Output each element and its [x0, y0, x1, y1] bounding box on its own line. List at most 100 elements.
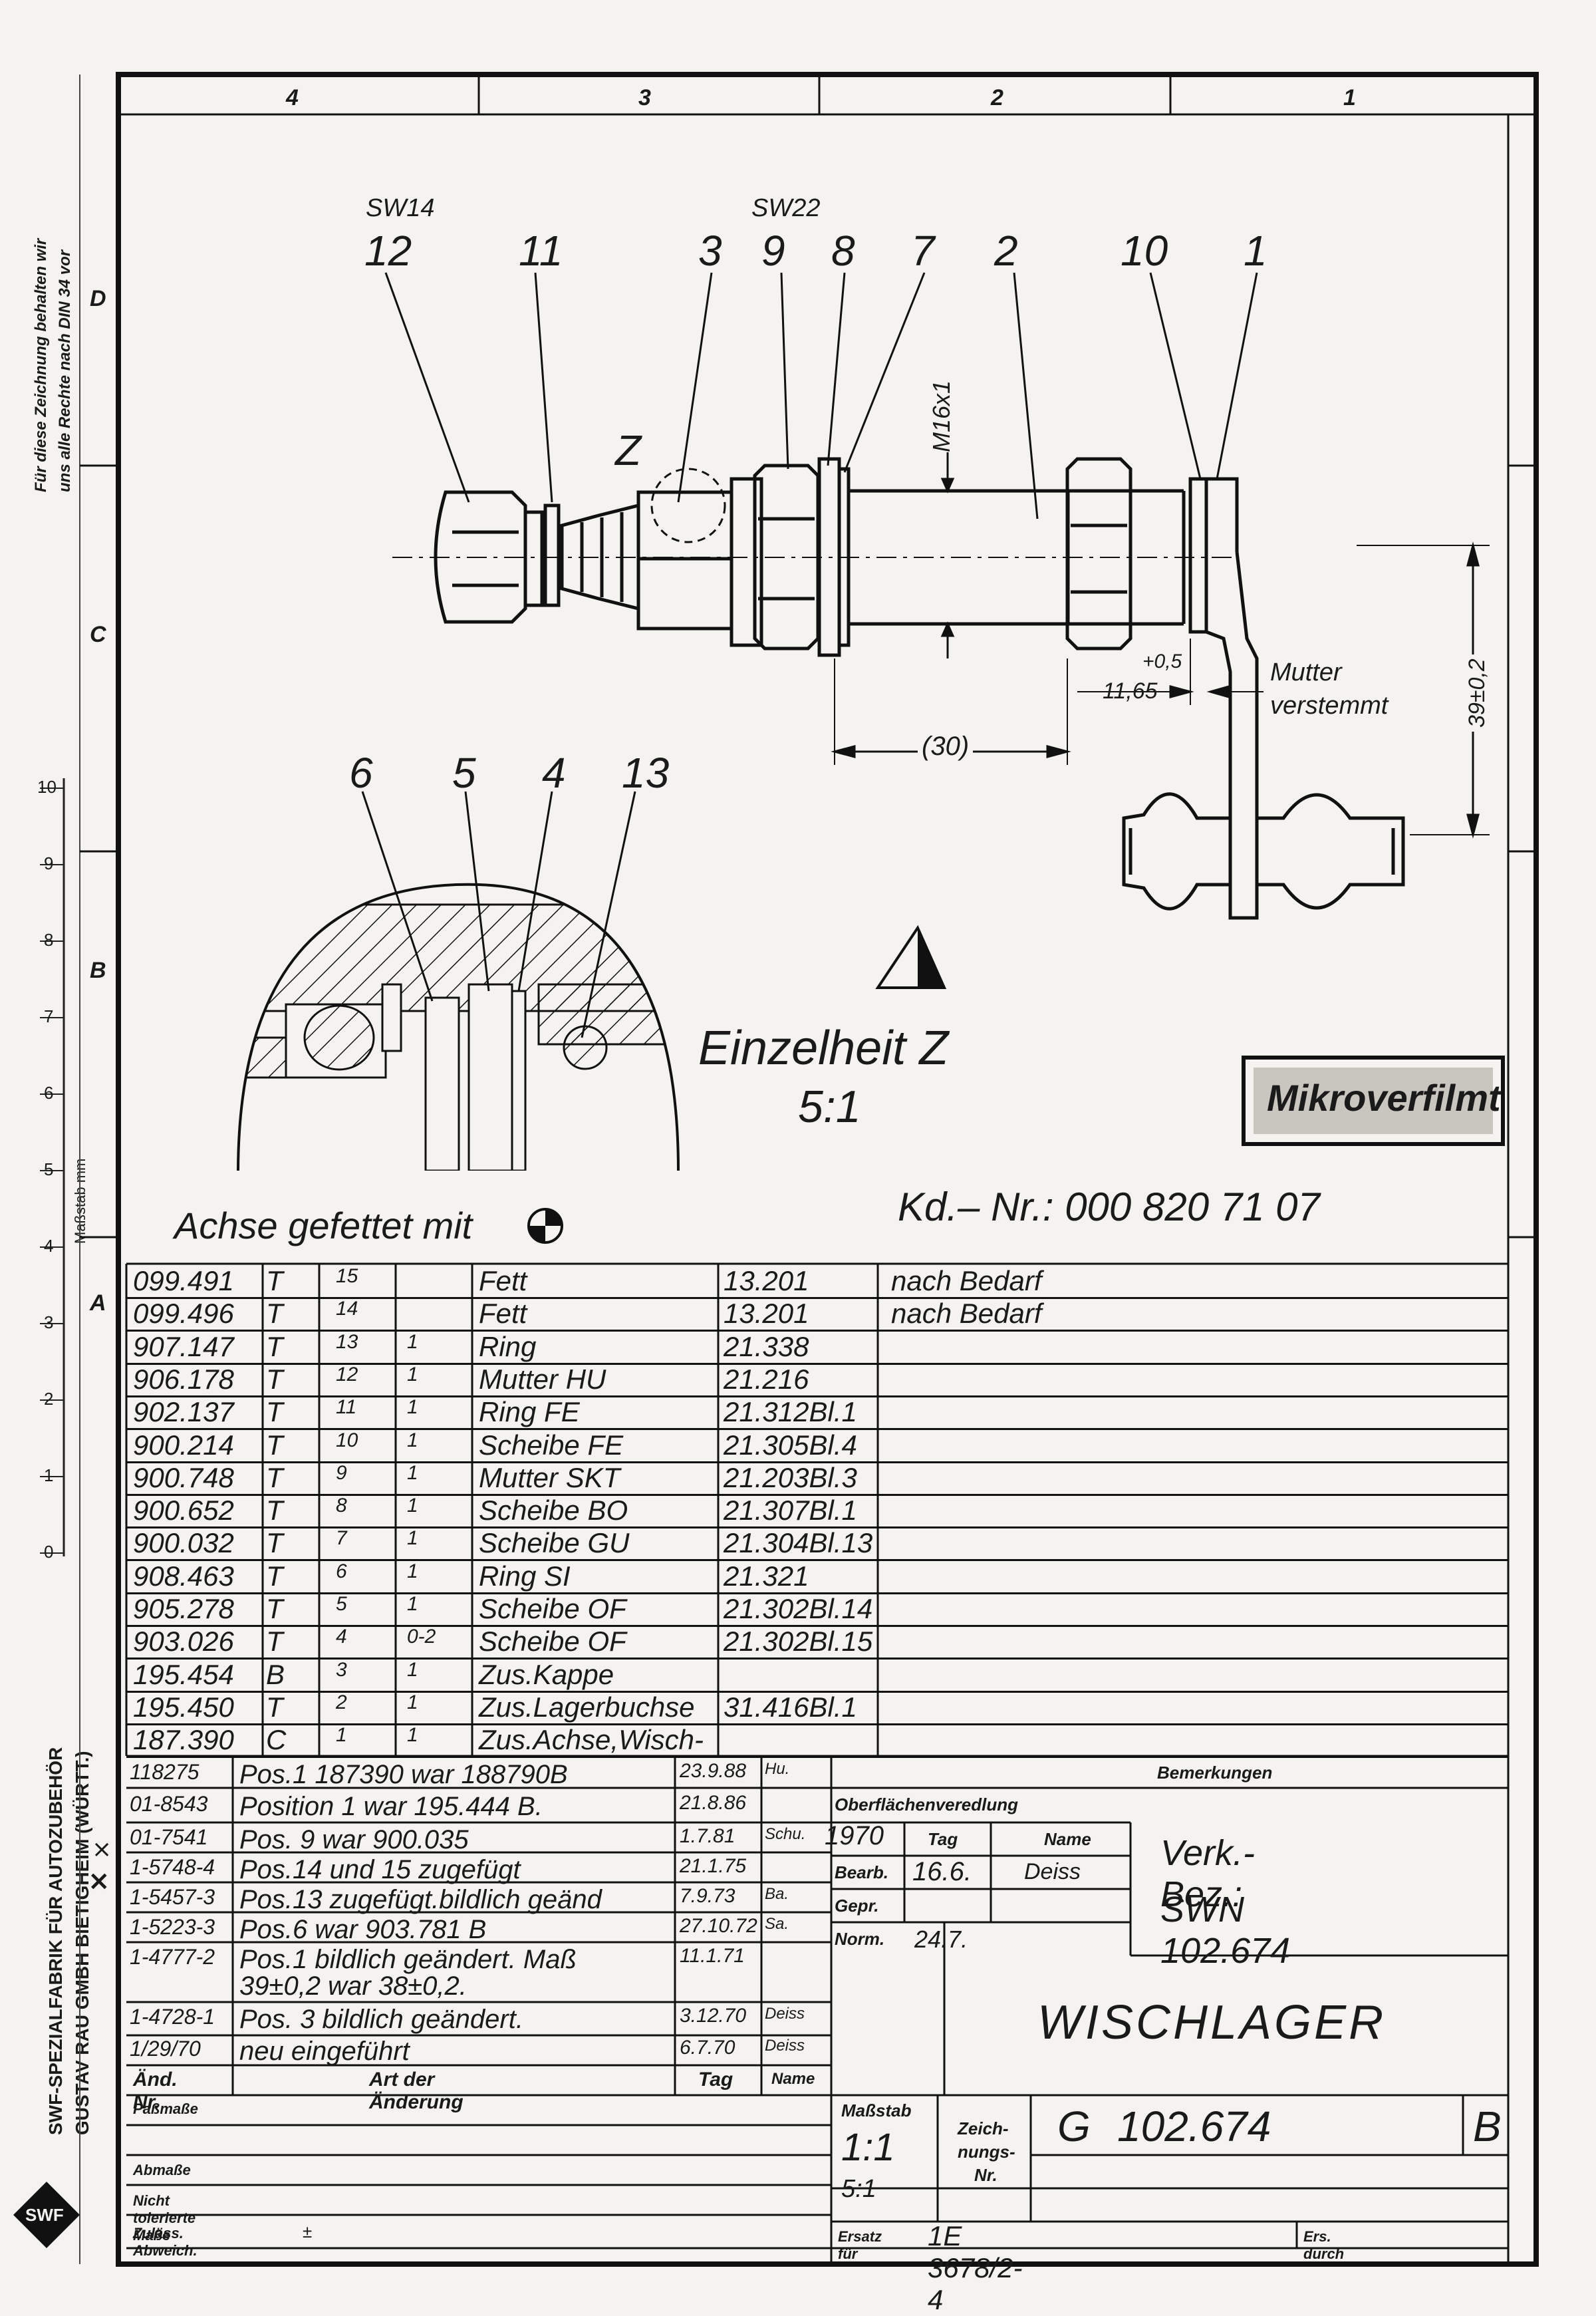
thread-dimension: M16x1 — [928, 380, 955, 452]
change-log-cell: 1-5748-4 — [130, 1855, 215, 1879]
parts-list-cell: 903.026 — [133, 1626, 234, 1658]
parts-list-cell: 5 — [336, 1593, 347, 1615]
parts-list-cell: T — [266, 1495, 283, 1526]
parts-list-cell: 900.748 — [133, 1461, 234, 1493]
change-log-cell: Pos.13 zugefügt.bildlich geänd — [239, 1885, 602, 1914]
parts-list-cell: Scheibe OF — [479, 1593, 626, 1624]
parts-list-cell: Mutter SKT — [479, 1461, 620, 1493]
change-log-cell: Pos. 9 war 900.035 — [239, 1825, 469, 1854]
parts-list-cell: 21.304Bl.13 — [724, 1527, 873, 1559]
parts-list-cell: Scheibe GU — [479, 1527, 630, 1559]
parts-list-cell: 21.305Bl.4 — [724, 1429, 857, 1461]
sw22-label: SW22 — [751, 194, 821, 222]
parts-list-cell: Mutter HU — [479, 1363, 606, 1395]
revision-mark-1: × — [92, 1836, 112, 1863]
change-log-cell: Pos. 3 bildlich geändert. — [239, 2005, 523, 2034]
parts-list-cell: 9 — [336, 1461, 347, 1484]
parts-list-cell: nach Bedarf — [891, 1298, 1042, 1330]
parts-list-cell: Ring SI — [479, 1560, 571, 1592]
parts-list-cell: 1 — [407, 1429, 418, 1451]
parts-list-cell: 13.201 — [724, 1298, 809, 1330]
parts-list-cell: 2 — [336, 1691, 347, 1713]
parts-list-cell: 21.321 — [724, 1560, 809, 1592]
parts-list-cell: nach Bedarf — [891, 1265, 1042, 1296]
parts-list-cell: 10 — [336, 1429, 358, 1451]
parts-list-cell: T — [266, 1298, 283, 1330]
parts-list-cell: 1 — [407, 1495, 418, 1517]
parts-list-cell: Zus.Achse,Wisch- — [479, 1724, 704, 1756]
parts-list-cell: Scheibe OF — [479, 1626, 626, 1658]
parts-list-cell: 1 — [407, 1691, 418, 1713]
parts-list-cell: 908.463 — [133, 1560, 234, 1592]
parts-list-cell: 1 — [407, 1560, 418, 1582]
parts-list-cell: T — [266, 1527, 283, 1559]
parts-list-cell: 1 — [407, 1330, 418, 1353]
change-log-cell: Pos.1 187390 war 188790B — [239, 1760, 568, 1789]
change-log-cell: 1-4777-2 — [130, 1945, 215, 1969]
parts-list-cell: 1 — [407, 1363, 418, 1385]
parts-list-cell: 31.416Bl.1 — [724, 1691, 857, 1723]
parts-list-cell: 1 — [407, 1658, 418, 1681]
parts-list-cell: T — [266, 1265, 283, 1296]
parts-list-cell: Zus.Lagerbuchse — [479, 1691, 695, 1723]
revision-mark-2: × — [88, 1866, 110, 1896]
dimension-11-65: 11,65 — [1103, 678, 1158, 704]
parts-list-cell: 6 — [336, 1560, 347, 1582]
change-log-cell: 23.9.88 — [680, 1760, 747, 1782]
parts-list-cell: T — [266, 1560, 283, 1592]
change-log-cell: Hu. — [765, 1760, 790, 1778]
sw14-label: SW14 — [366, 194, 435, 222]
parts-list-cell: C — [266, 1724, 287, 1756]
change-log-cell: 39±0,2 war 38±0,2. — [239, 1971, 467, 2001]
parts-list-cell: 1 — [336, 1724, 347, 1747]
change-log-cell: 1-4728-1 — [130, 2005, 215, 2029]
change-log-cell: Position 1 war 195.444 B. — [239, 1792, 543, 1821]
parts-list-cell: 099.491 — [133, 1265, 234, 1296]
parts-list-cell: 21.216 — [724, 1363, 809, 1395]
parts-list-cell: 21.338 — [724, 1330, 809, 1362]
change-log-cell: Deiss — [765, 2037, 805, 2055]
change-log-cell: Sa. — [765, 1915, 789, 1933]
parts-list-cell: 902.137 — [133, 1396, 234, 1428]
parts-list-cell: Ring FE — [479, 1396, 580, 1428]
microfilm-stamp: Mikroverfilmt — [1267, 1077, 1501, 1119]
parts-list-cell: 1 — [407, 1527, 418, 1550]
change-log-cell: 1/29/70 — [130, 2037, 201, 2061]
parts-list-cell: 0-2 — [407, 1626, 436, 1648]
dimension-30: (30) — [918, 732, 974, 762]
grease-note: Achse gefettet mit — [174, 1205, 473, 1246]
dimension-tolerance: +0,5 — [1142, 651, 1182, 672]
parts-list-cell: T — [266, 1429, 283, 1461]
mutter-note-line1: Mutter — [1270, 658, 1342, 686]
dimension-39: 39±0,2 — [1464, 654, 1490, 732]
change-log-cell: Pos.6 war 903.781 B — [239, 1915, 487, 1944]
parts-list-cell: 900.652 — [133, 1495, 234, 1526]
change-log-cell: neu eingeführt — [239, 2037, 410, 2066]
parts-list-cell: T — [266, 1461, 283, 1493]
change-log-cell: 1-5457-3 — [130, 1885, 215, 1909]
parts-list-cell: 905.278 — [133, 1593, 234, 1624]
change-log-cell: 1-5223-3 — [130, 1915, 215, 1939]
parts-list-cell: 099.496 — [133, 1298, 234, 1330]
parts-list-cell: 21.307Bl.1 — [724, 1495, 857, 1526]
change-log-cell: 27.10.72 — [680, 1915, 757, 1937]
parts-list-cell: B — [266, 1658, 285, 1690]
parts-list-cell: Scheibe BO — [479, 1495, 628, 1526]
change-log-cell: 11.1.71 — [680, 1945, 745, 1967]
parts-list-cell: 13.201 — [724, 1265, 809, 1296]
change-log-cell: Pos.1 bildlich geändert. Maß — [239, 1945, 577, 1974]
parts-list-cell: T — [266, 1363, 283, 1395]
customer-number: Kd.– Nr.: 000 820 71 07 — [898, 1185, 1320, 1229]
parts-list-cell: 13 — [336, 1330, 358, 1353]
detail-z-marker: Z — [615, 426, 642, 474]
parts-list-cell: 12 — [336, 1363, 358, 1385]
change-log-cell: Ba. — [765, 1885, 789, 1903]
parts-list-cell: 14 — [336, 1298, 358, 1320]
mutter-note-line2: verstemmt — [1270, 692, 1389, 720]
change-log-cell: 3.12.70 — [680, 2005, 747, 2027]
parts-list-cell: T — [266, 1626, 283, 1658]
parts-list-cell: 907.147 — [133, 1330, 234, 1362]
change-log-cell: Pos.14 und 15 zugefügt — [239, 1855, 521, 1884]
parts-list-cell: 195.450 — [133, 1691, 234, 1723]
